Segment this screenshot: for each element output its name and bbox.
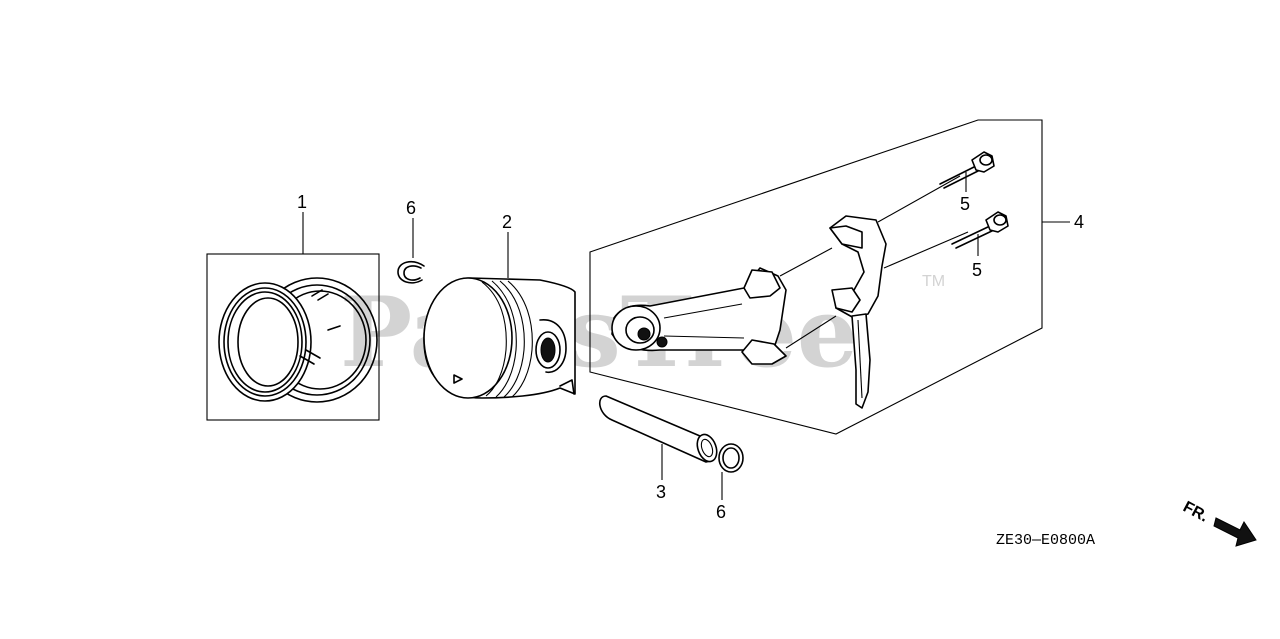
watermark-trademark: TM	[922, 273, 945, 290]
pin-clip-left-drawing[interactable]	[397, 260, 425, 284]
rod-bolt-upper-drawing[interactable]	[939, 151, 995, 189]
piston-drawing[interactable]	[423, 277, 576, 399]
pin-clip-right-drawing[interactable]	[718, 443, 744, 473]
direction-label: FR.	[1180, 499, 1211, 526]
piston-ring-set-drawing[interactable]	[206, 253, 380, 421]
callout-5-upper: 5	[960, 194, 970, 214]
callout-3: 3	[656, 482, 666, 502]
rod-bolt-lower-drawing[interactable]	[951, 211, 1009, 249]
front-direction-indicator: FR.	[1180, 499, 1257, 547]
piston-ring-set-frame	[206, 253, 380, 421]
callout-4: 4	[1074, 212, 1084, 232]
connecting-rod-drawing[interactable]	[611, 175, 969, 409]
connecting-rod-frame	[589, 119, 1043, 435]
direction-arrow-icon	[1213, 517, 1257, 547]
callout-2: 2	[502, 212, 512, 232]
callout-1: 1	[297, 192, 307, 212]
callout-5-lower: 5	[972, 260, 982, 280]
piston-pin-drawing[interactable]	[599, 395, 720, 464]
diagram-code: ZE30—E0800A	[996, 532, 1095, 549]
callout-6-left: 6	[406, 198, 416, 218]
callout-6-right: 6	[716, 502, 726, 522]
